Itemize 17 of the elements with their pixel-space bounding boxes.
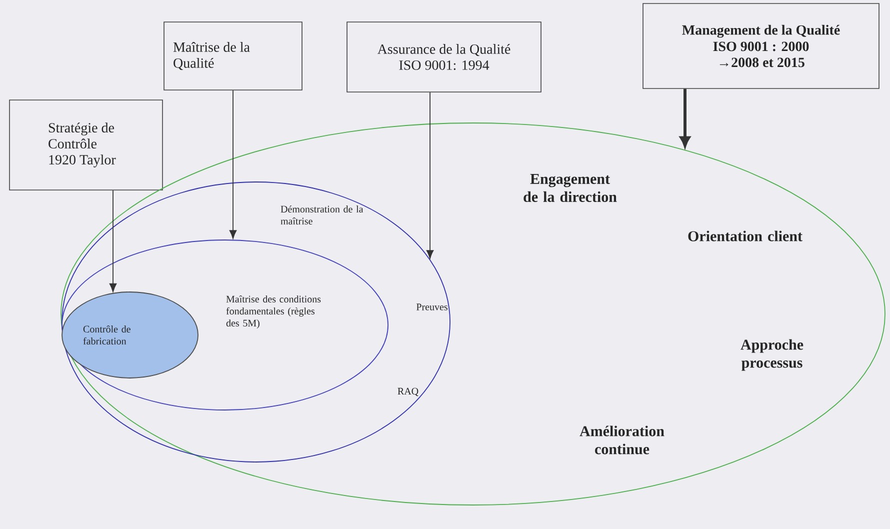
ellipse-label: Démonstration de la maîtrise (280, 205, 364, 225)
ellipse-label: Engagement de la direction (524, 174, 617, 202)
text-box: Stratégie de Contrôle 1920 Taylor (9, 100, 163, 190)
text-box: Maîtrise de la Qualité (164, 22, 302, 90)
ellipse-label: Orientation client (688, 230, 802, 242)
ellipse-label: Maîtrise des conditions fondamentales (règles des 5M) (226, 295, 321, 329)
ellipse-label: RAQ (398, 388, 418, 396)
arrow (229, 90, 237, 239)
arrow (109, 190, 117, 292)
ellipse-label: Preuves (416, 304, 448, 310)
text-box: Management de la Qualité ISO 9001 : 2000 →2008 et 2015 (642, 3, 880, 89)
ellipse-label: Contrôle de fabrication (83, 325, 130, 345)
ellipse-label: Approche processus (740, 339, 804, 371)
arrow (680, 88, 690, 147)
ellipse-label: Amélioration continue (580, 426, 664, 454)
text-box: Assurance de la Qualité ISO 9001: 1994 (346, 22, 542, 92)
arrow (426, 92, 434, 259)
